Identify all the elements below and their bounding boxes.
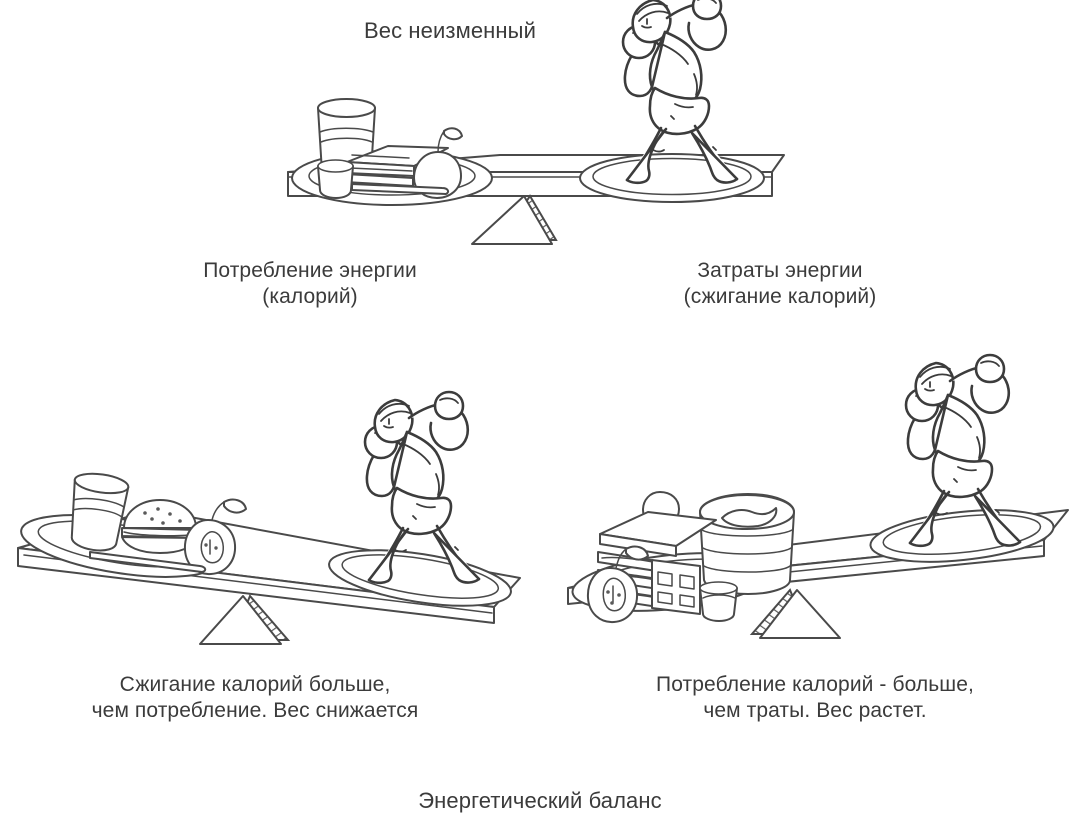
panel-weight-loss-illustration xyxy=(16,390,521,645)
apple-half-icon-gain xyxy=(586,545,649,624)
food-group-weight-gain xyxy=(568,491,795,624)
food-group-weight-loss xyxy=(16,472,247,590)
panel-balanced-heading: Вес неизменный xyxy=(364,18,536,43)
fulcrum-weight-loss xyxy=(199,594,291,645)
sandwich-icon xyxy=(344,145,449,187)
exercise-group-weight-loss xyxy=(324,390,516,618)
layer-cake-icon xyxy=(699,493,795,595)
glass-of-milk-icon xyxy=(70,472,130,552)
panel-balanced-right-caption: Затраты энергии (сжигание калорий) xyxy=(683,259,877,308)
cookie-stack-icon xyxy=(651,559,701,615)
burger-icon xyxy=(121,499,199,554)
apple-half-icon xyxy=(183,498,247,576)
fulcrum-weight-gain xyxy=(749,588,841,639)
panel-weight-gain-illustration xyxy=(567,353,1069,639)
food-group-balanced xyxy=(291,98,493,206)
diagram-bottom-caption: Энергетический баланс xyxy=(418,788,662,813)
panel-weight-loss-caption: Сжигание калорий больше, чем потребление… xyxy=(91,673,419,722)
fulcrum-balanced xyxy=(471,194,558,245)
exercise-group-weight-gain xyxy=(866,353,1058,571)
pudding-cup-icon xyxy=(699,581,738,622)
panel-weight-gain-caption: Потребление калорий - больше, чем траты.… xyxy=(656,673,974,722)
panel-balanced-left-caption: Потребление энергии (калорий) xyxy=(203,259,417,308)
side-cup-icon xyxy=(317,159,354,199)
panel-balanced-illustration xyxy=(287,0,785,245)
exercise-group-balanced xyxy=(579,0,765,203)
